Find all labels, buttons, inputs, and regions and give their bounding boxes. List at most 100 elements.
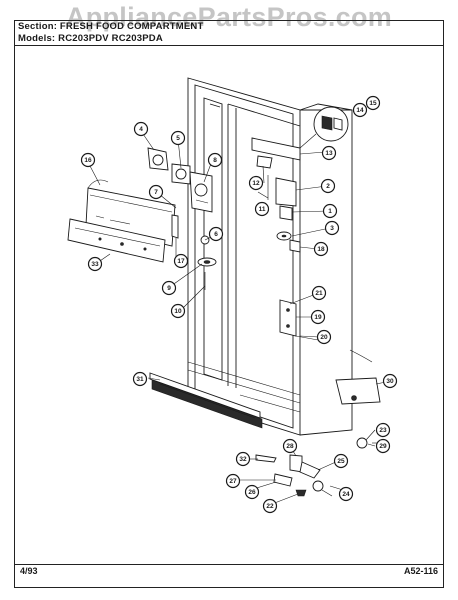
- callout-circle: [133, 121, 149, 137]
- callout-27: 27: [225, 473, 241, 489]
- callout-number: 25: [337, 458, 345, 465]
- callout-number: 2: [326, 183, 330, 190]
- footer-code: A52-116: [403, 566, 438, 576]
- section-title: Section: FRESH FOOD COMPARTMENT: [18, 21, 204, 32]
- callout-2: 2: [320, 178, 336, 194]
- callout-circle: [282, 438, 298, 454]
- callout-circle: [170, 303, 186, 319]
- callout-23: 23: [375, 422, 391, 438]
- part-hinge-19-21: [279, 299, 319, 341]
- callout-28: 28: [282, 438, 298, 454]
- callout-circle: [207, 152, 223, 168]
- models-line: Models: RC203PDV RC203PDA: [18, 33, 163, 44]
- footer-divider: [14, 564, 444, 566]
- callout-number: 10: [174, 308, 182, 315]
- callout-circle: [365, 95, 381, 111]
- callout-17: 17: [173, 253, 189, 269]
- callout-circle: [148, 184, 164, 200]
- callout-9: 9: [161, 280, 177, 296]
- callout-15: 15: [365, 95, 381, 111]
- callout-circle: [338, 486, 354, 502]
- callout-12: 12: [248, 175, 264, 191]
- part-bracket-30: [335, 349, 381, 405]
- diagram-frame: [14, 20, 444, 588]
- callout-circle: [225, 473, 241, 489]
- callout-number: 14: [356, 107, 364, 114]
- callout-circle: [352, 102, 368, 118]
- callout-30: 30: [382, 373, 398, 389]
- callout-circle: [170, 130, 186, 146]
- callout-number: 28: [286, 443, 294, 450]
- callout-circle: [254, 201, 270, 217]
- callout-11: 11: [254, 201, 270, 217]
- callout-19: 19: [310, 309, 326, 325]
- callout-number: 29: [379, 443, 387, 450]
- watermark: AppliancePartsPros.com: [65, 2, 393, 32]
- callout-number: 6: [214, 231, 218, 238]
- callout-number: 15: [369, 100, 377, 107]
- callout-22: 22: [262, 498, 278, 514]
- callout-number: 1: [328, 208, 332, 215]
- callout-number: 23: [379, 427, 387, 434]
- callout-circle: [80, 152, 96, 168]
- callout-number: 3: [330, 225, 334, 232]
- part-inset-14-15: [299, 106, 349, 149]
- callout-31: 31: [132, 371, 148, 387]
- callout-number: 33: [91, 261, 99, 268]
- part-panel-33: [67, 218, 166, 263]
- callout-6: 6: [208, 226, 224, 242]
- callout-number: 30: [386, 378, 394, 385]
- callout-number: 24: [342, 491, 350, 498]
- callout-circle: [333, 453, 349, 469]
- callout-33: 33: [87, 256, 103, 272]
- leader-lines: [88, 130, 387, 505]
- callout-number: 8: [213, 157, 217, 164]
- callout-5: 5: [170, 130, 186, 146]
- callout-number: 4: [139, 126, 143, 133]
- part-crisper-cover: [85, 179, 176, 247]
- callout-circle: [248, 175, 264, 191]
- callout-circle: [324, 220, 340, 236]
- callout-number: 26: [248, 489, 256, 496]
- callout-7: 7: [148, 184, 164, 200]
- callout-number: 18: [317, 246, 325, 253]
- callout-circle: [382, 373, 398, 389]
- callout-number: 17: [177, 258, 185, 265]
- callout-number: 20: [320, 334, 328, 341]
- callout-25: 25: [333, 453, 349, 469]
- callout-circle: [173, 253, 189, 269]
- callout-circle: [208, 226, 224, 242]
- callout-number: 16: [84, 157, 92, 164]
- callout-32: 32: [235, 451, 251, 467]
- callout-number: 21: [315, 290, 323, 297]
- callout-number: 27: [229, 478, 237, 485]
- footer-date: 4/93: [20, 566, 38, 576]
- callout-3: 3: [324, 220, 340, 236]
- callout-number: 19: [314, 314, 322, 321]
- callout-26: 26: [244, 484, 260, 500]
- callout-21: 21: [311, 285, 327, 301]
- callout-circle: [375, 438, 391, 454]
- callout-20: 20: [316, 329, 332, 345]
- callout-16: 16: [80, 152, 96, 168]
- callout-circle: [235, 451, 251, 467]
- callout-circle: [322, 203, 338, 219]
- callout-circle: [244, 484, 260, 500]
- callout-circle: [262, 498, 278, 514]
- callout-circle: [161, 280, 177, 296]
- callout-29: 29: [375, 438, 391, 454]
- part-upper-right: [251, 137, 301, 253]
- callout-circle: [313, 241, 329, 257]
- callout-14: 14: [352, 102, 368, 118]
- callout-number: 12: [252, 180, 260, 187]
- part-knob-assembly: [197, 235, 217, 290]
- callout-circle: [320, 178, 336, 194]
- callout-number: 11: [259, 206, 266, 213]
- callout-circle: [316, 329, 332, 345]
- callout-circle: [375, 422, 391, 438]
- callout-13: 13: [321, 145, 337, 161]
- callout-number: 22: [266, 503, 274, 510]
- part-damper-cluster: [147, 147, 213, 239]
- callout-10: 10: [170, 303, 186, 319]
- callout-number: 31: [136, 376, 144, 383]
